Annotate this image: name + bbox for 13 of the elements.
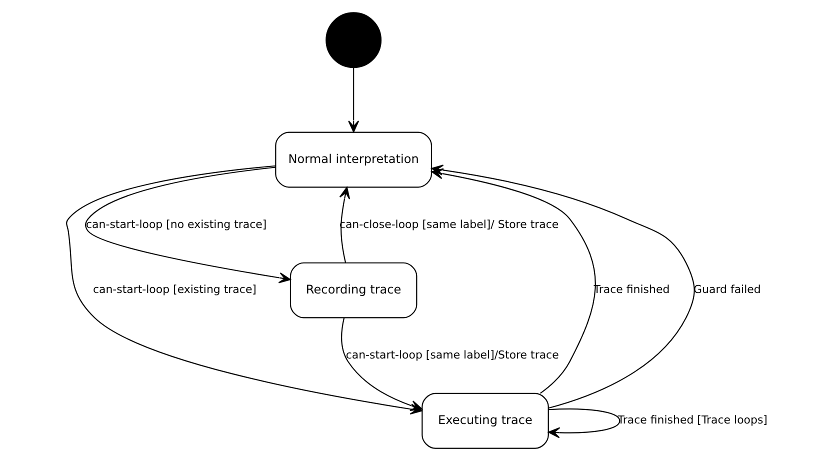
- node-circle: [325, 12, 382, 68]
- edge-label: can-start-loop [no existing trace]: [86, 218, 266, 231]
- arrow: [547, 408, 620, 438]
- edge-label: Guard failed: [693, 283, 760, 296]
- node-box: Normal interpretation: [274, 132, 432, 188]
- arrow: [348, 68, 359, 133]
- arrow: [338, 186, 350, 263]
- edge-label: can-start-loop [existing trace]: [92, 283, 256, 296]
- arrow: [340, 318, 422, 411]
- arrow: [84, 166, 290, 284]
- edge-label: can-start-loop [same label]/Store trace: [345, 348, 558, 362]
- node-box: Executing trace: [421, 392, 548, 449]
- node-box: Recording trace: [289, 262, 417, 318]
